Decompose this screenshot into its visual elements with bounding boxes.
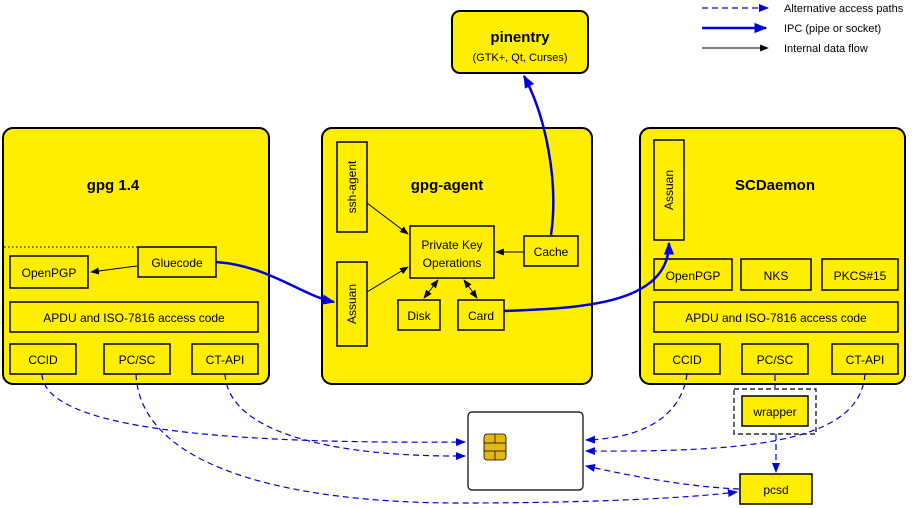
gpg-agent-ssh-agent-label: ssh-agent [345, 160, 359, 213]
gpg14-gluecode-label: Gluecode [151, 256, 203, 270]
gpg-agent-card-box [457, 299, 505, 331]
scdaemon-nks-box [740, 258, 812, 291]
gpg-agent-pko-label-line2: Operations [423, 256, 482, 270]
gpg14-openpgp-box [9, 255, 89, 289]
scdaemon-nks-label: NKS [764, 269, 789, 283]
gpg-agent-pko-label-line1: Private Key [421, 238, 482, 252]
alt-path-gpg14-ctapi-to-card [224, 373, 466, 461]
wrapper-box [741, 395, 809, 427]
scdaemon-apdu-label: APDU and ISO-7816 access code [685, 311, 867, 325]
gpg14-ccid-label: CCID [28, 353, 58, 367]
alt-path-scdaemon-ctapi-to-card [585, 373, 866, 456]
pcsd-label: pcsd [763, 483, 788, 497]
pinentry-title: pinentry [490, 29, 550, 46]
ipc-arrow-cache-to-pinentry [522, 74, 555, 236]
alt-path-gpg14-pcsc-to-pcsd [135, 373, 738, 504]
legend: Alternative access paths IPC (pipe or so… [702, 3, 904, 55]
gpg14-ccid-box [9, 343, 77, 375]
scdaemon-ccid-label: CCID [672, 353, 702, 367]
legend-ipc-label: IPC (pipe or socket) [784, 23, 881, 35]
alt-path-pcsd-to-card [585, 464, 740, 490]
pinentry-box [451, 10, 589, 74]
gpg14-gluecode-box [137, 246, 217, 278]
scdaemon-ctapi-label: CT-API [846, 353, 885, 367]
gpg-agent-card-label: Card [468, 309, 494, 323]
arrow-gluecode-to-openpgp [90, 265, 138, 275]
gpg14-openpgp-label: OpenPGP [22, 266, 77, 280]
scdaemon-assuan-box [653, 139, 685, 241]
gpg-agent-assuan-label: Assuan [345, 284, 359, 324]
gpg-agent-cache-label: Cache [534, 245, 569, 259]
scdaemon-ctapi-box [831, 343, 899, 375]
smartcard-body [467, 411, 584, 491]
wrapper-label: wrapper [752, 405, 796, 419]
scdaemon-openpgp-label: OpenPGP [666, 269, 721, 283]
scdaemon-openpgp-box [653, 258, 733, 291]
gpg14-apdu-box [9, 301, 259, 333]
ipc-arrow-gluecode-to-agent-assuan [215, 260, 336, 305]
gpg-agent-cache-box [523, 235, 579, 267]
ipc-arrow-card-to-scdaemon-assuan [503, 241, 675, 313]
scdaemon-ccid-box [653, 343, 721, 375]
gpg-agent-disk-label: Disk [407, 309, 431, 323]
scdaemon-apdu-box [653, 301, 899, 333]
arrow-assuan-to-pko [366, 266, 409, 293]
alt-path-scdaemon-ccid-to-card [585, 373, 688, 444]
gpg-agent-ssh-agent-box [336, 141, 368, 233]
scdaemon-pkcs15-box [821, 258, 899, 291]
gpg14-ctapi-label: CT-API [206, 353, 245, 367]
gpg14-title: gpg 1.4 [87, 177, 140, 194]
gpg14-apdu-label: APDU and ISO-7816 access code [43, 311, 225, 325]
scdaemon-pcsc-box [741, 343, 809, 375]
scdaemon-pcsc-label: PC/SC [757, 353, 794, 367]
gpg-agent-private-key-operations-box [409, 225, 495, 279]
gpg14-pcsc-label: PC/SC [119, 353, 156, 367]
legend-alternative-label: Alternative access paths [784, 3, 904, 15]
arrow-ssh-agent-to-pko [366, 202, 409, 235]
gpg-agent-assuan-box [336, 261, 368, 347]
gpg-agent-title: gpg-agent [411, 177, 484, 194]
legend-internal-label: Internal data flow [784, 43, 868, 55]
arrow-pko-disk [423, 279, 439, 299]
smartcard-chip-contacts [484, 434, 506, 460]
arrow-pko-card [463, 279, 478, 299]
wrapper-dashed-outline [733, 388, 817, 435]
pcsd-box [739, 473, 813, 505]
smartcard-icon [467, 411, 584, 491]
scdaemon-title: SCDaemon [735, 177, 815, 194]
alt-path-gpg14-ccid-to-card [41, 373, 466, 447]
gpg14-pcsc-box [103, 343, 171, 375]
scdaemon-pkcs15-label: PKCS#15 [834, 269, 887, 283]
gpg-agent-disk-box [397, 299, 441, 331]
scdaemon-assuan-label: Assuan [662, 170, 676, 210]
pinentry-subtitle: (GTK+, Qt, Curses) [472, 52, 567, 64]
